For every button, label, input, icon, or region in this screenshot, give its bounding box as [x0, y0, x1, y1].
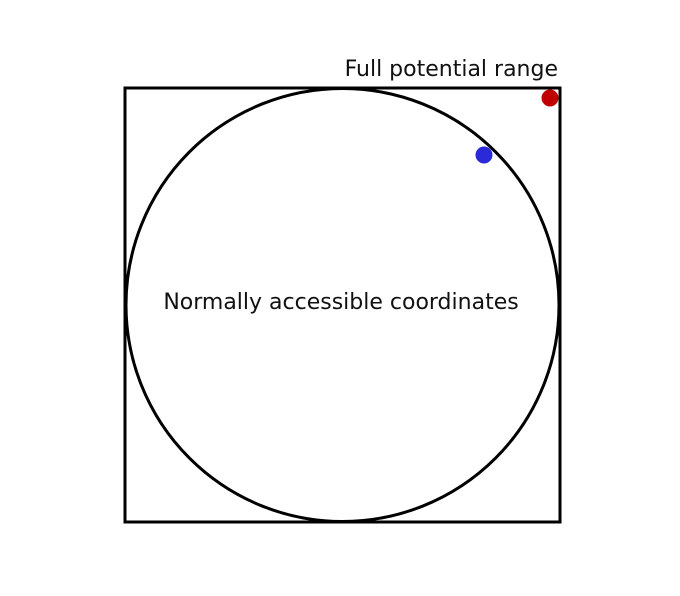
circle-label: Normally accessible coordinates — [163, 290, 518, 315]
accessible-circle — [124, 87, 561, 523]
square-label: Full potential range — [345, 57, 558, 82]
outer-point-marker — [541, 89, 559, 107]
inner-point-marker — [475, 146, 493, 164]
